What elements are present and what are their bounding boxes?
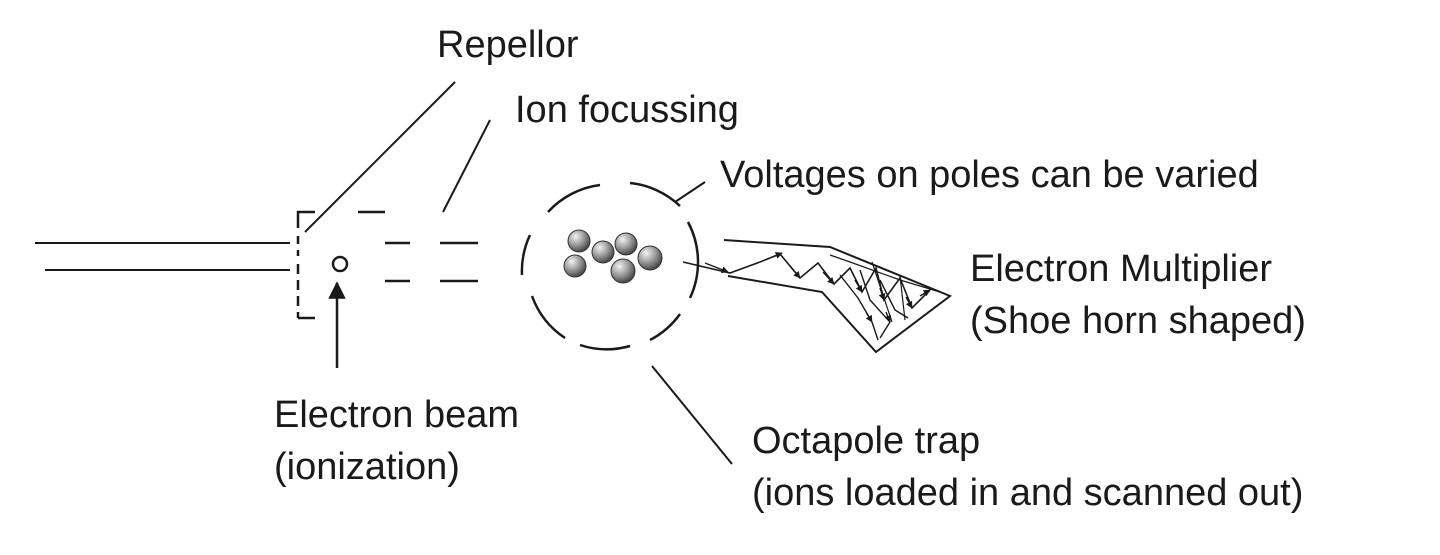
leader-lines <box>304 81 733 465</box>
trap-label-line2: (ions loaded in and scanned out) <box>752 472 1304 514</box>
repellor-label: Repellor <box>437 24 579 66</box>
inlet-lines <box>35 242 290 271</box>
ion-sphere <box>591 240 615 264</box>
voltages-leader <box>674 181 706 203</box>
beam-label-line2: (ionization) <box>274 446 460 488</box>
octapole-trap-leader <box>651 365 733 465</box>
beam-label-line1: Electron beam <box>274 394 520 436</box>
electron-multiplier <box>682 239 953 354</box>
ion-sphere <box>610 258 636 284</box>
repellor-leader <box>304 81 456 233</box>
ion-focussing-label: Ion focussing <box>515 89 739 131</box>
ion-focussing-leader <box>442 119 491 213</box>
ion-sphere <box>567 229 591 253</box>
ion-sphere <box>637 245 663 271</box>
ion-sphere <box>614 232 638 256</box>
ion-focussing-lenses <box>385 241 478 283</box>
octapole-trap <box>520 181 700 351</box>
trapped-ions <box>563 229 663 284</box>
trap-label-line1: Octapole trap <box>752 420 981 462</box>
voltages-label: Voltages on poles can be varied <box>720 154 1259 196</box>
ion-sphere <box>563 254 587 278</box>
multiplier-label-line2: (Shoe horn shaped) <box>970 300 1306 342</box>
ionization-point <box>331 255 349 273</box>
multiplier-label-line1: Electron Multiplier <box>970 248 1272 290</box>
multiplier-arrowheads <box>704 252 931 323</box>
repellor-electrode <box>296 210 385 320</box>
